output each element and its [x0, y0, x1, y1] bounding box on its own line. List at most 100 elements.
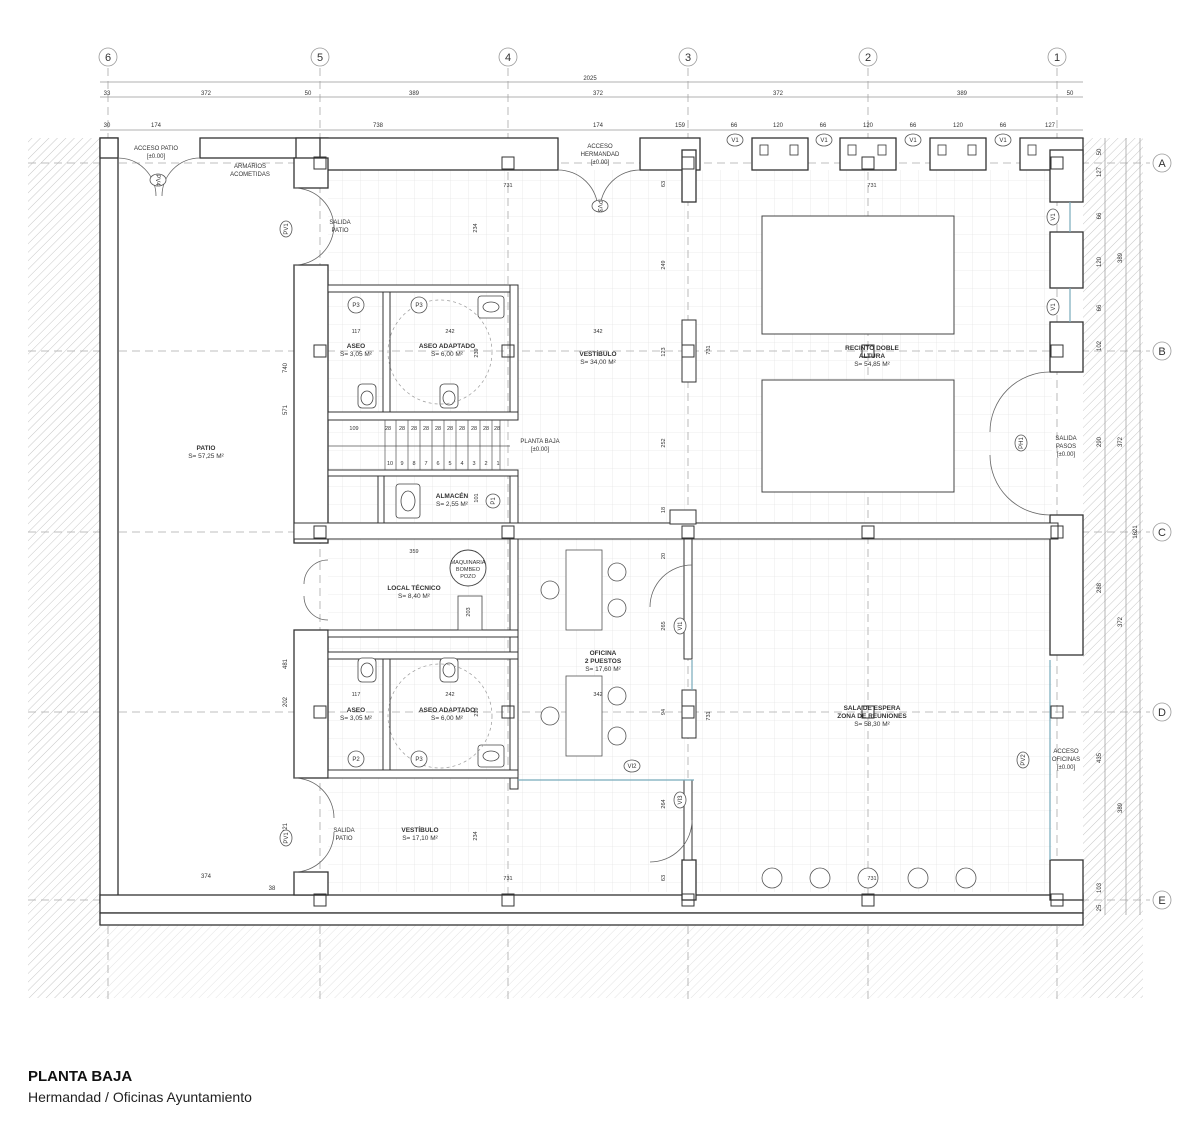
- double-height-voids: [761, 215, 955, 493]
- turning-circles: [387, 299, 493, 769]
- label-armarios-1: ARMARIOS: [234, 164, 266, 170]
- dim-left-740: 740: [283, 362, 289, 373]
- axis-label-c: C: [1158, 527, 1166, 539]
- office-furniture: [540, 549, 627, 757]
- dim-r1-c: 66: [1097, 212, 1103, 219]
- axis-label-6: 6: [105, 52, 111, 64]
- room-sala-name2: ZONA DE REUNIONES: [837, 713, 907, 720]
- neighbour-hatch-left: [28, 138, 100, 998]
- stair-step-9: 9: [400, 461, 403, 467]
- stair-step-8: 8: [412, 461, 415, 467]
- dim-342-a: 342: [593, 329, 602, 335]
- dim-left-571: 571: [283, 404, 289, 415]
- axis-label-4: 4: [505, 52, 511, 64]
- tag-v1-b: V1: [820, 138, 828, 144]
- dim-r1-i: 435: [1097, 752, 1103, 763]
- room-almacen-name: ALMACÉN: [436, 491, 469, 500]
- label-salida-patio1-2: PATIO: [331, 228, 348, 234]
- tag-pv1-b: PV1: [284, 832, 290, 844]
- tag-pv2: PV2: [1021, 754, 1027, 766]
- dim-top2-l: 66: [1000, 123, 1007, 129]
- tag-v1-e: V1: [1051, 213, 1057, 221]
- tag-v1-f: V1: [1051, 303, 1057, 311]
- dim-731-d: 731: [867, 876, 876, 882]
- dim-28-a: 28: [385, 426, 391, 432]
- dim-top2-d: 174: [593, 123, 604, 129]
- floor-plan: 6 5 4 3 2 1 A B C D E 2025 33 372 50 389…: [28, 47, 1172, 1000]
- axis-label-d: D: [1158, 707, 1166, 719]
- dim-bottom-374: 374: [201, 874, 212, 880]
- stair-step-7: 7: [424, 461, 427, 467]
- stair-step-4: 4: [460, 461, 463, 467]
- tag-ph1: PH1: [1019, 437, 1025, 449]
- dim-top1-a: 33: [104, 91, 111, 97]
- tag-v1-d: V1: [999, 138, 1007, 144]
- axis-label-b: B: [1158, 346, 1165, 358]
- dim-342-b: 342: [593, 692, 602, 698]
- right-dimension-lines: [1104, 138, 1141, 915]
- room-recinto-name2: ALTURA: [859, 353, 886, 360]
- dim-28-f: 28: [447, 426, 453, 432]
- dim-123: 123: [661, 347, 667, 356]
- dim-28-h: 28: [471, 426, 477, 432]
- dim-top2-m: 127: [1045, 123, 1056, 129]
- dim-20: 20: [661, 553, 667, 559]
- dim-top2-k: 120: [953, 123, 964, 129]
- tag-pv4: PV4: [154, 174, 160, 186]
- dim-117-b: 117: [352, 692, 361, 698]
- dim-top1-b: 372: [201, 91, 212, 97]
- tag-p2: P2: [352, 757, 360, 763]
- axis-bubbles-right: [1152, 153, 1172, 910]
- tag-ellipses: [149, 133, 1060, 847]
- patio-floor: [118, 158, 294, 895]
- top-window-notches: [759, 144, 1037, 156]
- top-dimension-lines: [100, 81, 1083, 131]
- label-acceso-hermandad-3: [±0.00]: [591, 160, 610, 166]
- room-oficina-name2: 2 PUESTOS: [585, 658, 622, 665]
- stair-step-10: 10: [387, 461, 393, 467]
- dim-top1-h: 50: [1067, 91, 1074, 97]
- maquinaria-line1: MAQUINARIA: [451, 560, 486, 566]
- dim-265: 265: [661, 621, 667, 630]
- dim-109: 109: [349, 426, 358, 432]
- stair-step-3: 3: [472, 461, 475, 467]
- room-aseoad2-area: S= 6,00 M²: [431, 715, 464, 722]
- dim-18: 18: [661, 507, 667, 513]
- label-planta-baja-2: [±0.00]: [531, 447, 550, 453]
- maquinaria-line2: BOMBEO: [456, 567, 481, 573]
- dim-r2-a: 389: [1118, 252, 1124, 263]
- room-patio-name: PATIO: [197, 445, 216, 452]
- room-oficina-name1: OFICINA: [590, 650, 617, 657]
- dim-28-i: 28: [483, 426, 489, 432]
- dim-bottom-38: 38: [269, 886, 276, 892]
- sanitary-fixtures: [357, 295, 505, 768]
- dim-101: 101: [474, 493, 480, 502]
- dim-left-221: 221: [283, 822, 289, 833]
- dim-731-f: 731: [706, 711, 712, 720]
- dim-top1-g: 389: [957, 91, 968, 97]
- stair-step-1: 1: [496, 461, 499, 467]
- room-local-name: LOCAL TÉCNICO: [387, 583, 440, 592]
- stair-step-5: 5: [448, 461, 451, 467]
- dim-252: 252: [661, 438, 667, 447]
- glazing-lines: [518, 202, 1071, 860]
- dim-234-a: 234: [473, 223, 479, 232]
- tag-vi2: VI2: [627, 764, 637, 770]
- label-acceso-hermandad-2: HERMANDAD: [581, 152, 620, 158]
- drawing-subtitle: Hermandad / Oficinas Ayuntamiento: [28, 1089, 252, 1105]
- room-aseo2-name: ASEO: [347, 707, 365, 714]
- dim-28-e: 28: [435, 426, 441, 432]
- label-acceso-oficinas-2: OFICINAS: [1052, 757, 1080, 763]
- room-sala-name1: SALA DE ESPERA: [844, 705, 901, 712]
- dim-r1-h: 288: [1097, 582, 1103, 593]
- dim-top1-d: 389: [409, 91, 420, 97]
- waiting-chairs: [761, 867, 977, 889]
- dim-r2-b: 372: [1118, 436, 1124, 447]
- room-oficina-area: S= 17,60 M²: [585, 666, 621, 673]
- dim-r1-f: 102: [1097, 340, 1103, 351]
- dim-r1-g: 290: [1097, 436, 1103, 447]
- label-acceso-oficinas-3: [±0.00]: [1057, 765, 1076, 771]
- tag-vi3: VI3: [678, 795, 684, 805]
- dim-731-b: 731: [867, 183, 876, 189]
- dim-242-a: 242: [445, 329, 454, 335]
